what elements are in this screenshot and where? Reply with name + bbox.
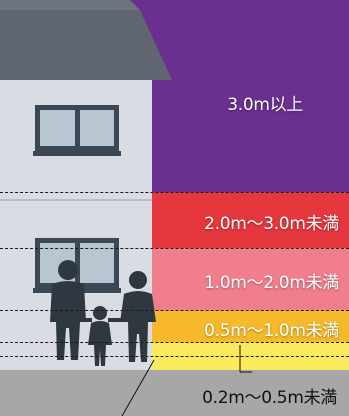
depth-line-2m <box>0 248 349 249</box>
child-figure-tall <box>120 271 156 362</box>
hands-joined-2 <box>108 318 122 322</box>
leader-line-02m <box>121 359 155 416</box>
band-05m-1m-label: 0.5m～1.0m未満 <box>204 321 339 341</box>
band-1m-2m-label: 1.0m～2.0m未満 <box>204 273 339 293</box>
depth-line-05m <box>0 342 349 343</box>
depth-line-3m <box>0 192 349 193</box>
ground <box>0 370 349 416</box>
band-2m-3m-label: 2.0m～3.0m未満 <box>204 214 339 234</box>
hands-joined-1 <box>84 318 92 322</box>
adult-figure <box>50 260 86 360</box>
child-figure-small <box>88 306 112 366</box>
upper-window <box>33 105 121 156</box>
depth-line-02m <box>0 356 349 357</box>
roof-ridge <box>0 0 140 10</box>
band-3m-plus-label: 3.0m以上 <box>227 95 303 115</box>
depth-line-1m <box>0 310 349 311</box>
band-02m-05m-label: 0.2m～0.5m未満 <box>202 388 337 408</box>
house-roof <box>0 10 172 80</box>
family-silhouette <box>50 260 156 366</box>
